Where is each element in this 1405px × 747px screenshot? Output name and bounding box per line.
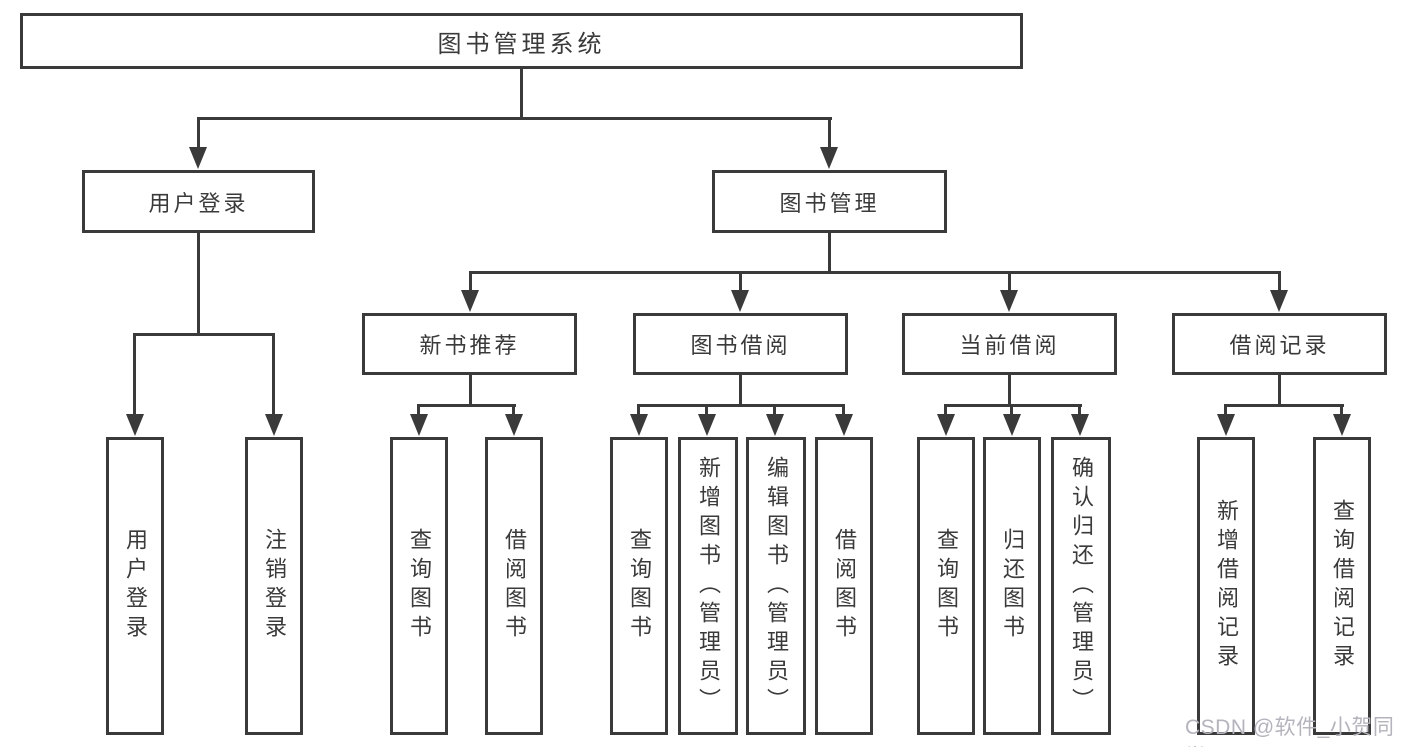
leaf-query-books-borrowing: 查询图书 [610, 437, 668, 735]
arrow-down-icon [1003, 414, 1021, 436]
connector-line [944, 404, 947, 420]
connector-line [133, 333, 275, 336]
connector-line [1078, 404, 1081, 420]
leaf-return-books: 归还图书 [983, 437, 1041, 735]
connector-line [637, 404, 845, 407]
node-book-borrowing: 图书借阅 [633, 313, 848, 375]
connector-line [469, 271, 472, 296]
leaf-label: 归还图书 [1000, 528, 1025, 644]
node-current-borrowing: 当前借阅 [902, 313, 1117, 375]
leaf-confirm-return-admin: 确认归还（管理员） [1051, 437, 1111, 735]
arrow-down-icon [937, 414, 955, 436]
leaf-label: 查询借阅记录 [1330, 499, 1355, 673]
connector-line [842, 404, 845, 420]
leaf-user-login: 用户登录 [106, 437, 164, 735]
connector-line [520, 67, 523, 120]
leaf-query-books-recommend: 查询图书 [390, 437, 448, 735]
connector-line [1224, 404, 1344, 407]
connector-line [828, 231, 831, 274]
connector-line [773, 404, 776, 420]
leaf-logout: 注销登录 [245, 437, 303, 735]
arrow-down-icon [461, 290, 479, 312]
leaf-label: 查询图书 [407, 528, 432, 644]
connector-line [828, 117, 831, 153]
arrow-down-icon [766, 414, 784, 436]
connector-line [469, 271, 1281, 274]
connector-line [469, 375, 472, 406]
leaf-label: 借阅图书 [502, 528, 527, 644]
arrow-down-icon [410, 414, 428, 436]
arrow-down-icon [189, 147, 207, 169]
leaf-borrow-books-recommend: 借阅图书 [485, 437, 543, 735]
leaf-add-borrow-record: 新增借阅记录 [1197, 437, 1255, 735]
node-library-management-system: 图书管理系统 [20, 13, 1023, 69]
leaf-edit-books-admin: 编辑图书（管理员） [746, 437, 806, 735]
connector-line [1008, 271, 1011, 296]
connector-line [944, 404, 1082, 407]
arrow-down-icon [1270, 290, 1288, 312]
connector-line [705, 404, 708, 420]
connector-line [1278, 271, 1281, 296]
leaf-query-books-current: 查询图书 [917, 437, 975, 735]
connector-line [1010, 404, 1013, 420]
connector-line [417, 404, 516, 407]
arrow-down-icon [731, 290, 749, 312]
arrow-down-icon [835, 414, 853, 436]
leaf-label: 借阅图书 [832, 528, 857, 644]
arrow-down-icon [1333, 414, 1351, 436]
arrow-down-icon [505, 414, 523, 436]
arrow-down-icon [1217, 414, 1235, 436]
arrow-down-icon [698, 414, 716, 436]
leaf-label: 确认归还（管理员） [1069, 455, 1094, 717]
csdn-watermark: CSDN @软件_小贺同学 [1185, 716, 1395, 747]
leaf-query-borrow-record: 查询借阅记录 [1313, 437, 1371, 735]
arrow-down-icon [1000, 290, 1018, 312]
arrow-down-icon [1071, 414, 1089, 436]
node-new-book-recommendation: 新书推荐 [362, 313, 577, 375]
connector-line [272, 333, 275, 420]
connector-line [739, 271, 742, 296]
connector-line [1340, 404, 1343, 420]
connector-line [197, 117, 200, 153]
arrow-down-icon [126, 414, 144, 436]
arrow-down-icon [820, 147, 838, 169]
connector-line [417, 404, 420, 420]
leaf-label: 新增图书（管理员） [696, 455, 721, 717]
connector-line [1278, 375, 1281, 406]
connector-line [637, 404, 640, 420]
node-user-login: 用户登录 [82, 170, 315, 233]
leaf-label: 新增借阅记录 [1214, 499, 1239, 673]
connector-line [1224, 404, 1227, 420]
connector-line [739, 375, 742, 406]
connector-line [1008, 375, 1011, 406]
leaf-label: 编辑图书（管理员） [764, 455, 789, 717]
connector-line [512, 404, 515, 420]
leaf-label: 查询图书 [627, 528, 652, 644]
leaf-label: 查询图书 [934, 528, 959, 644]
leaf-label: 用户登录 [123, 528, 148, 644]
leaf-add-books-admin: 新增图书（管理员） [678, 437, 738, 735]
node-book-management: 图书管理 [712, 170, 947, 233]
leaf-label: 注销登录 [262, 528, 287, 644]
connector-line [133, 333, 136, 420]
arrow-down-icon [630, 414, 648, 436]
arrow-down-icon [265, 414, 283, 436]
leaf-borrow-books: 借阅图书 [815, 437, 873, 735]
connector-line [197, 231, 200, 335]
node-borrowing-records: 借阅记录 [1172, 313, 1387, 375]
connector-line [197, 117, 832, 120]
